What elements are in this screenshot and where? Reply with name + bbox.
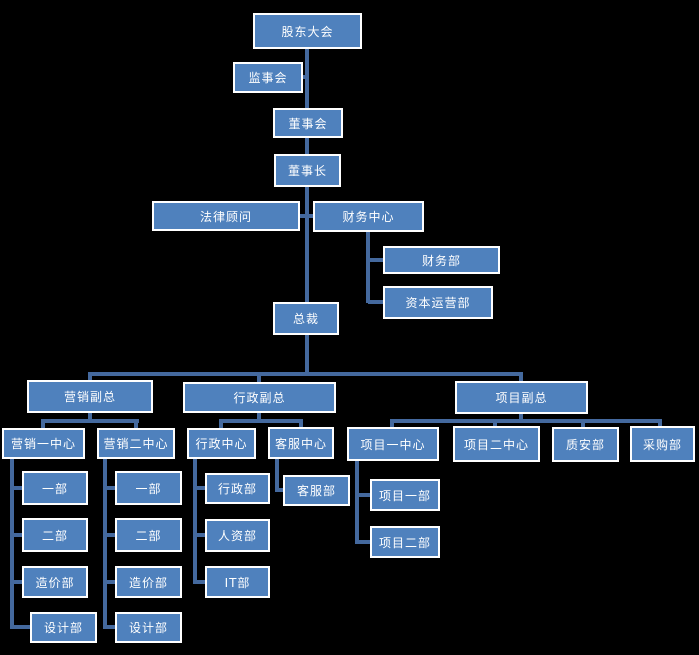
- connector-line: [10, 486, 22, 490]
- org-node-admin-vp: 行政副总: [183, 382, 336, 413]
- org-node-finance-dept: 财务部: [383, 246, 500, 274]
- connector-line: [658, 423, 662, 426]
- connector-line: [257, 413, 261, 419]
- connector-line: [88, 376, 92, 381]
- connector-line: [305, 138, 309, 154]
- connector-line: [10, 533, 22, 537]
- org-node-hr-dept: 人资部: [205, 519, 270, 552]
- org-node-marketing-vp: 营销副总: [27, 380, 153, 413]
- org-node-project-vp: 项目副总: [455, 381, 588, 414]
- connector-line: [193, 459, 197, 584]
- connector-line: [134, 423, 138, 428]
- connector-line: [493, 423, 497, 426]
- connector-line: [355, 461, 359, 544]
- connector-line: [368, 258, 383, 262]
- connector-line: [103, 533, 115, 537]
- connector-line: [103, 580, 115, 584]
- connector-line: [390, 423, 394, 427]
- connector-line: [275, 459, 279, 492]
- org-node-project-dept-2: 项目二部: [370, 526, 440, 558]
- org-node-project-dept-1: 项目一部: [370, 479, 440, 511]
- org-node-procurement-dept: 采购部: [630, 426, 695, 462]
- connector-line: [299, 423, 303, 427]
- connector-line: [41, 419, 139, 423]
- org-node-board-of-directors: 董事会: [273, 108, 343, 138]
- connector-line: [305, 187, 309, 302]
- connector-line: [103, 459, 107, 629]
- connector-line: [88, 413, 92, 420]
- org-node-finance-center: 财务中心: [313, 201, 424, 232]
- connector-line: [390, 419, 662, 423]
- connector-line: [355, 540, 370, 544]
- org-node-m2-design-dept: 设计部: [115, 612, 182, 643]
- org-node-chairman: 董事长: [274, 154, 341, 187]
- connector-line: [305, 335, 309, 372]
- connector-line: [581, 423, 585, 427]
- org-node-quality-safety-dept: 质安部: [552, 427, 619, 462]
- org-node-shareholders-meeting: 股东大会: [253, 13, 362, 49]
- org-node-marketing-center-2: 营销二中心: [97, 428, 175, 459]
- org-node-project-center-1: 项目一中心: [347, 427, 439, 461]
- connector-line: [10, 459, 14, 629]
- connector-line: [103, 486, 115, 490]
- org-node-m1-dept-2: 二部: [22, 518, 88, 552]
- connector-line: [368, 300, 383, 304]
- connector-line: [103, 625, 115, 629]
- connector-line: [355, 493, 370, 497]
- org-node-capital-operations-dept: 资本运营部: [383, 286, 493, 319]
- connector-line: [41, 423, 45, 428]
- connector-line: [88, 372, 523, 376]
- connector-line: [10, 580, 22, 584]
- connector-line: [193, 580, 205, 584]
- org-node-customer-service-center: 客服中心: [268, 427, 334, 459]
- org-node-president: 总裁: [273, 302, 339, 335]
- org-node-customer-service-dept: 客服部: [283, 475, 350, 506]
- connector-line: [193, 486, 205, 490]
- connector-line: [303, 75, 309, 79]
- connector-line: [519, 376, 523, 381]
- connector-line: [193, 533, 205, 537]
- org-node-supervisory-board: 监事会: [233, 62, 303, 93]
- connector-line: [275, 488, 283, 492]
- org-node-m2-dept-1: 一部: [115, 471, 182, 505]
- connector-line: [219, 419, 303, 423]
- org-node-admin-dept: 行政部: [205, 473, 270, 504]
- org-node-m2-dept-2: 二部: [115, 518, 182, 552]
- connector-line: [300, 214, 313, 218]
- org-node-project-center-2: 项目二中心: [453, 426, 540, 462]
- org-node-marketing-center-1: 营销一中心: [2, 428, 85, 459]
- connector-line: [219, 423, 223, 428]
- org-node-admin-center: 行政中心: [187, 428, 256, 459]
- org-node-m1-cost-dept: 造价部: [22, 566, 88, 598]
- connector-line: [519, 414, 523, 419]
- org-node-m1-dept-1: 一部: [22, 471, 88, 505]
- connector-line: [366, 232, 370, 303]
- org-node-legal-counsel: 法律顾问: [152, 201, 300, 231]
- org-node-it-dept: IT部: [205, 566, 270, 598]
- org-node-m2-cost-dept: 造价部: [115, 566, 182, 598]
- connector-line: [257, 376, 261, 382]
- connector-line: [10, 625, 30, 629]
- org-node-m1-design-dept: 设计部: [30, 612, 97, 643]
